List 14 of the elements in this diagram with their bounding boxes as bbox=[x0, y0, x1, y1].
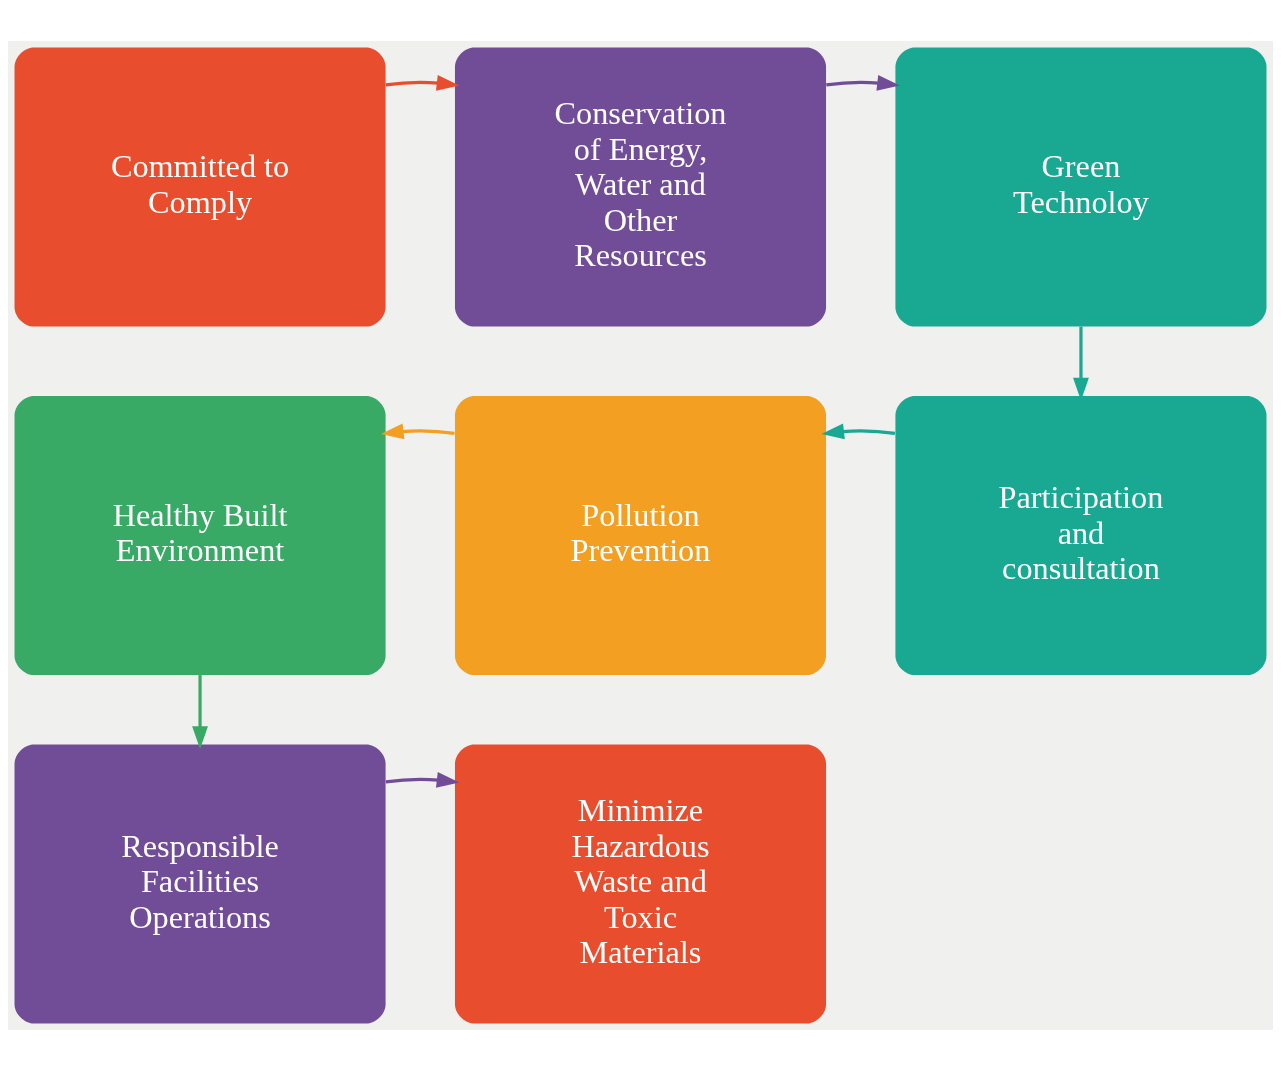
node-box: Responsible Facilities Operations bbox=[14, 743, 386, 1024]
node-box: Pollution Prevention bbox=[454, 395, 827, 675]
node-box: Healthy Built Environment bbox=[14, 395, 386, 675]
arrow bbox=[192, 674, 208, 749]
arrow bbox=[381, 423, 455, 439]
arrow bbox=[385, 771, 460, 788]
arrow bbox=[385, 74, 460, 91]
node-box: Green Technoloy bbox=[895, 46, 1267, 327]
node-box: Minimize Hazardous Waste and Toxic Materials bbox=[454, 743, 827, 1024]
node-box: Committed to Comply bbox=[14, 46, 386, 327]
arrow bbox=[821, 423, 896, 439]
node-box: Conservation of Energy, Water and Other Resources bbox=[454, 46, 827, 327]
arrow bbox=[826, 74, 900, 91]
node-box: Participation and consultation bbox=[895, 395, 1267, 675]
